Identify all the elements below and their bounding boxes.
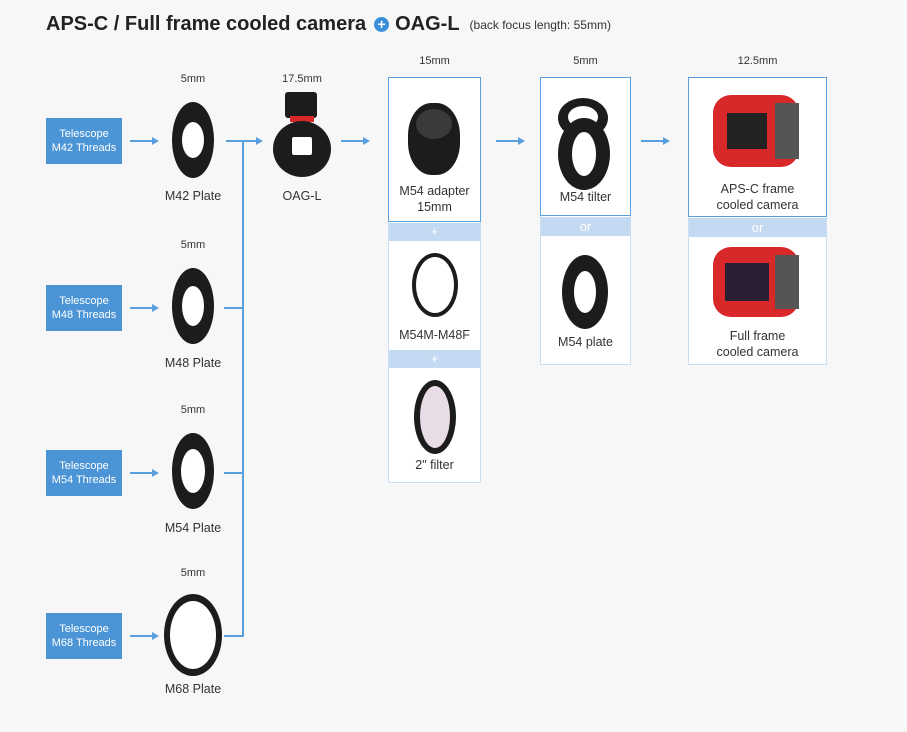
plate-dim: 5mm xyxy=(180,73,206,85)
arrow-icon xyxy=(152,304,159,312)
arrow-icon xyxy=(152,469,159,477)
arrow-line xyxy=(244,140,256,142)
plus-separator: + xyxy=(389,223,480,241)
plate-dim: 5mm xyxy=(180,239,206,251)
m42-plate-image xyxy=(172,102,214,178)
arrow-icon xyxy=(152,632,159,640)
oag-dim: 17.5mm xyxy=(282,73,322,85)
connector-line xyxy=(226,140,244,142)
tilter-label: M54 tilter xyxy=(559,190,612,204)
m54-plate-image xyxy=(172,433,214,509)
plus-separator: + xyxy=(389,350,480,368)
arrow-icon xyxy=(518,137,525,145)
full-frame-camera-image xyxy=(713,247,799,317)
title-note: (back focus length: 55mm) xyxy=(469,17,611,32)
or-separator: or xyxy=(541,217,630,236)
connector-line xyxy=(224,635,244,637)
oag-label: OAG-L xyxy=(282,189,322,203)
m54m-m48f-image xyxy=(412,253,458,317)
connector-line xyxy=(224,472,244,474)
plus-icon: + xyxy=(374,17,390,32)
aps-c-camera-image xyxy=(713,95,799,167)
arrow-icon xyxy=(663,137,670,145)
adapter-dim: 15mm xyxy=(419,55,450,67)
plate-dim: 5mm xyxy=(180,404,206,416)
title-main: APS-C / Full frame cooled camera xyxy=(46,13,367,35)
arrow-line xyxy=(130,140,152,142)
or-separator: or xyxy=(689,218,826,237)
plate-dim: 5mm xyxy=(180,567,206,579)
tilter-dim: 5mm xyxy=(573,55,598,67)
m48-plate-image xyxy=(172,268,214,344)
arrow-line xyxy=(641,140,663,142)
m68-plate-image xyxy=(164,594,222,676)
plate-label: M54 Plate xyxy=(164,521,222,535)
plate-label: M42 Plate xyxy=(164,189,222,203)
arrow-icon xyxy=(363,137,370,145)
arrow-icon xyxy=(256,137,263,145)
filter-image xyxy=(414,380,456,454)
m54-adapter-image xyxy=(408,103,460,175)
title-oag: OAG-L xyxy=(395,13,460,35)
oag-guide-image xyxy=(285,92,317,118)
page-title: APS-C / Full frame cooled camera + OAG-L… xyxy=(46,13,611,36)
plate-label: M48 Plate xyxy=(164,356,222,370)
filter-label: 2" filter xyxy=(415,458,454,472)
arrow-line xyxy=(130,635,152,637)
oag-red-band xyxy=(290,116,314,122)
arrow-line xyxy=(341,140,363,142)
arrow-line xyxy=(130,472,152,474)
oag-body-image xyxy=(273,121,331,177)
connector-line xyxy=(242,140,244,637)
m54m-m48f-label: M54M-M48F xyxy=(399,328,470,342)
arrow-line xyxy=(496,140,518,142)
m54-plate-alt-image xyxy=(562,255,608,329)
m54-tilter-image xyxy=(558,118,610,190)
arrow-line xyxy=(130,307,152,309)
m54-plate-alt-label: M54 plate xyxy=(558,335,613,349)
arrow-icon xyxy=(152,137,159,145)
camera-dim: 12.5mm xyxy=(737,55,778,67)
plate-label: M68 Plate xyxy=(164,682,222,696)
connector-line xyxy=(224,307,244,309)
